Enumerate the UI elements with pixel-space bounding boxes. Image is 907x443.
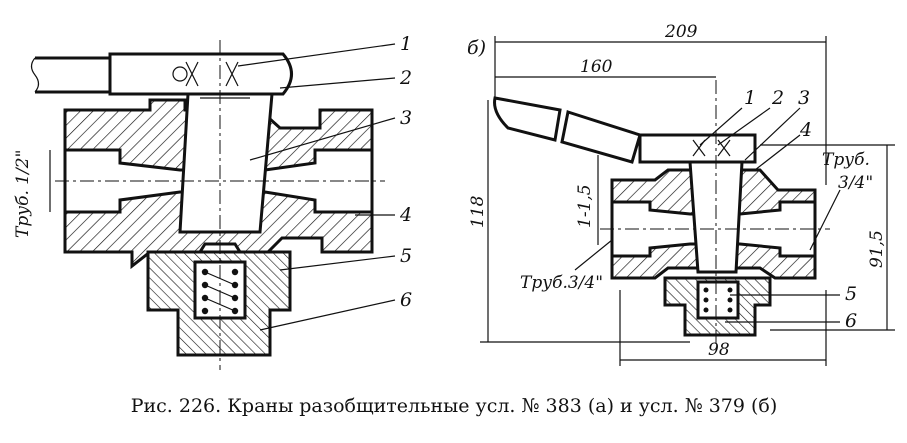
- label-b-3: 3: [798, 87, 810, 109]
- dim-160-label: 160: [580, 57, 613, 77]
- handle-b-grip: [493, 96, 562, 142]
- label-a-3: 3: [400, 107, 412, 129]
- label-b-6: 6: [845, 310, 857, 332]
- label-a-2: 2: [399, 67, 412, 89]
- pipe-right-label-b-2: 3/4": [838, 173, 873, 193]
- figure-caption: Рис. 226. Краны разобщительные усл. № 38…: [131, 395, 778, 417]
- handle-head: [108, 52, 293, 96]
- label-b-2: 2: [771, 87, 784, 109]
- spring-b: [703, 287, 733, 313]
- label-b-4: 4: [799, 119, 812, 141]
- label-a-4: 4: [399, 204, 412, 226]
- dim-209: [494, 36, 827, 185]
- dim-118: [480, 100, 690, 343]
- pin-b-cross: [692, 139, 731, 157]
- pin-circle: [172, 66, 188, 82]
- leaders-a: [237, 43, 396, 331]
- dim-118-label: 118: [468, 195, 488, 228]
- handle-rod-break: [30, 57, 40, 93]
- dim-thread-gap-label: 1-1,5: [575, 184, 595, 228]
- spring-a: [201, 268, 239, 315]
- dim-915-label: 91,5: [867, 230, 887, 268]
- panel-b-label: б): [467, 37, 486, 59]
- pipe-left-label-b: Труб.3/4": [520, 273, 603, 293]
- label-a-5: 5: [400, 245, 412, 267]
- pipe-right-label-b-1: Труб.: [822, 150, 870, 170]
- label-b-1: 1: [744, 87, 756, 109]
- label-a-6: 6: [400, 289, 412, 311]
- dim-915: [760, 144, 895, 331]
- plug-a: [178, 92, 274, 234]
- dim-98: [619, 290, 827, 366]
- dim-98-label: 98: [708, 340, 730, 360]
- view-a-drawing: [30, 40, 396, 370]
- handle-rod: [35, 56, 110, 94]
- pipe-label-a: Труб. 1/2": [13, 150, 33, 238]
- label-a-1: 1: [400, 33, 412, 55]
- handle-b-head: [638, 133, 757, 164]
- handle-b-lever: [560, 110, 642, 164]
- label-b-5: 5: [845, 283, 857, 305]
- pin-cross: [185, 61, 239, 87]
- view-b-drawing: [480, 36, 895, 366]
- dim-209-label: 209: [664, 22, 698, 42]
- leaders-b: [574, 107, 841, 323]
